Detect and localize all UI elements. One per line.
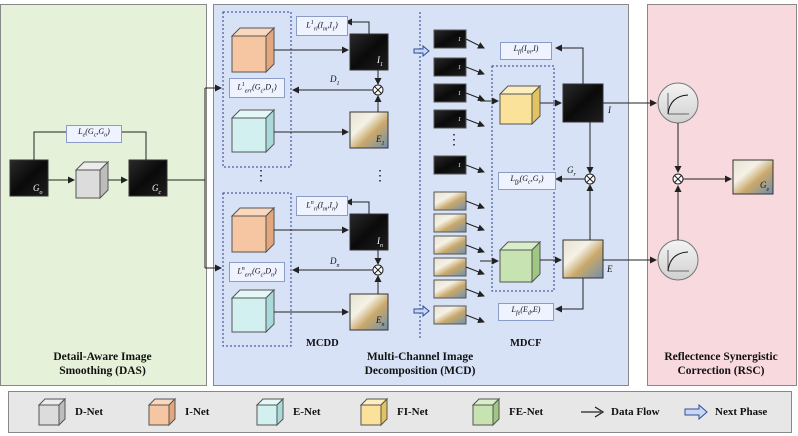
legend-d-net-label: D-Net <box>75 406 104 418</box>
legend-fi-net-label: FI-Net <box>397 406 429 418</box>
gc-label: Gc <box>152 183 162 196</box>
dark-stack <box>433 29 467 175</box>
e-label: E <box>607 264 613 274</box>
das-title-line1: Detail-Aware Image <box>53 351 152 363</box>
stack-index-2: 1 <box>458 65 461 71</box>
mcd-panel <box>213 4 629 386</box>
legend-fe-net-cube <box>471 397 501 427</box>
rsc-title-line2: Correction (RSC) <box>677 365 765 377</box>
e1-image <box>349 111 389 149</box>
legend-e-net-cube <box>255 397 285 427</box>
dn-label: Dn <box>330 256 340 269</box>
gr-label: Gr <box>567 165 576 178</box>
mcdd-group-top <box>222 11 292 168</box>
stack-index-1: 1 <box>458 37 461 43</box>
legend-i-net-cube <box>147 397 177 427</box>
mult-node-rsc <box>672 173 684 185</box>
gc-image <box>128 159 168 197</box>
loss-fe: Lfe(Ed,E) <box>498 303 554 321</box>
ellipsis-mcdd-right: ⋮ <box>373 169 387 184</box>
loss-le: Le(Gc,Go) <box>66 125 122 143</box>
stack-index-5: 1 <box>458 163 461 169</box>
ge-label: Ge <box>760 180 770 193</box>
curve-node-bottom <box>657 239 699 281</box>
mult-node-mdcf <box>584 173 596 185</box>
bright-stack <box>433 191 467 325</box>
legend-data-flow-arrow <box>581 406 605 418</box>
legend-next-phase-label: Next Phase <box>715 406 768 418</box>
loss-rl-1: L1rl(Im,I1) <box>296 16 348 37</box>
i-label: I <box>608 105 611 115</box>
i1-image <box>349 33 389 71</box>
mcd-title: Multi-Channel Image Decomposition (MCD) <box>300 350 540 378</box>
fe-net-cube <box>498 240 542 284</box>
d-net-cube <box>74 160 110 200</box>
loss-fi: Lfi(Im,I) <box>500 42 552 60</box>
mdcf-group <box>491 65 555 292</box>
legend-data-flow-label: Data Flow <box>611 406 660 418</box>
i1-label: I1 <box>377 55 383 68</box>
fi-net-cube <box>498 84 542 126</box>
loss-fp: Lfp(Gc,Gr) <box>498 172 556 190</box>
loss-err-1: L1err(Gc,D1) <box>229 78 285 99</box>
stack-index-4: 1 <box>458 117 461 123</box>
rsc-panel <box>647 4 797 386</box>
rsc-title: Reflectence Synergistic Correction (RSC) <box>647 350 795 378</box>
diagram-canvas <box>9 11 774 347</box>
loss-rl-n: Lnrl(Im,In) <box>296 196 348 217</box>
ellipsis-stack: ⋮ <box>447 133 461 148</box>
e-output-image <box>562 239 604 279</box>
d1-label: D1 <box>330 74 340 87</box>
mult-node-bottom <box>372 264 384 276</box>
next-phase-arrow-top <box>413 44 430 58</box>
legend-e-net-label: E-Net <box>293 406 321 418</box>
loss-err-n: Lnerr(Gc,Dn) <box>229 262 285 283</box>
mcd-title-line2: Decomposition (MCD) <box>364 365 476 377</box>
curve-node-top <box>657 82 699 124</box>
go-label: Go <box>33 183 43 196</box>
mcdd-label: MCDD <box>306 338 339 349</box>
legend-i-net-label: I-Net <box>185 406 210 418</box>
i-net-cube-bottom <box>230 206 276 254</box>
legend-next-phase-arrow <box>684 403 708 421</box>
e-net-cube-bottom <box>230 288 276 334</box>
legend: D-Net I-Net E-Net FI-Net FE-Net Data Flo… <box>8 391 792 433</box>
ellipsis-mcdd: ⋮ <box>254 169 268 184</box>
legend-fi-net-cube <box>359 397 389 427</box>
legend-icons <box>37 397 708 427</box>
in-label: In <box>377 236 383 249</box>
mdcf-label: MDCF <box>510 338 542 349</box>
rsc-title-line1: Reflectence Synergistic <box>664 351 778 363</box>
i-net-cube-top <box>230 26 276 74</box>
das-title-line2: Smoothing (DAS) <box>59 365 146 377</box>
next-phase-arrow-bottom <box>413 304 430 318</box>
go-image <box>9 159 49 197</box>
e-net-cube-top <box>230 108 276 154</box>
i-output-image <box>562 83 604 123</box>
e1-label: E1 <box>376 134 385 147</box>
mcd-title-line1: Multi-Channel Image <box>366 351 474 363</box>
das-title: Detail-Aware Image Smoothing (DAS) <box>0 350 205 378</box>
en-image <box>349 293 389 331</box>
stack-index-3: 1 <box>458 91 461 97</box>
legend-d-net-cube <box>37 397 67 427</box>
ge-output-image <box>732 159 774 195</box>
en-label: En <box>376 315 385 328</box>
legend-fe-net-label: FE-Net <box>509 406 544 418</box>
mult-node-top <box>372 84 384 96</box>
mcdd-group-bottom <box>222 192 292 347</box>
in-image <box>349 213 389 251</box>
